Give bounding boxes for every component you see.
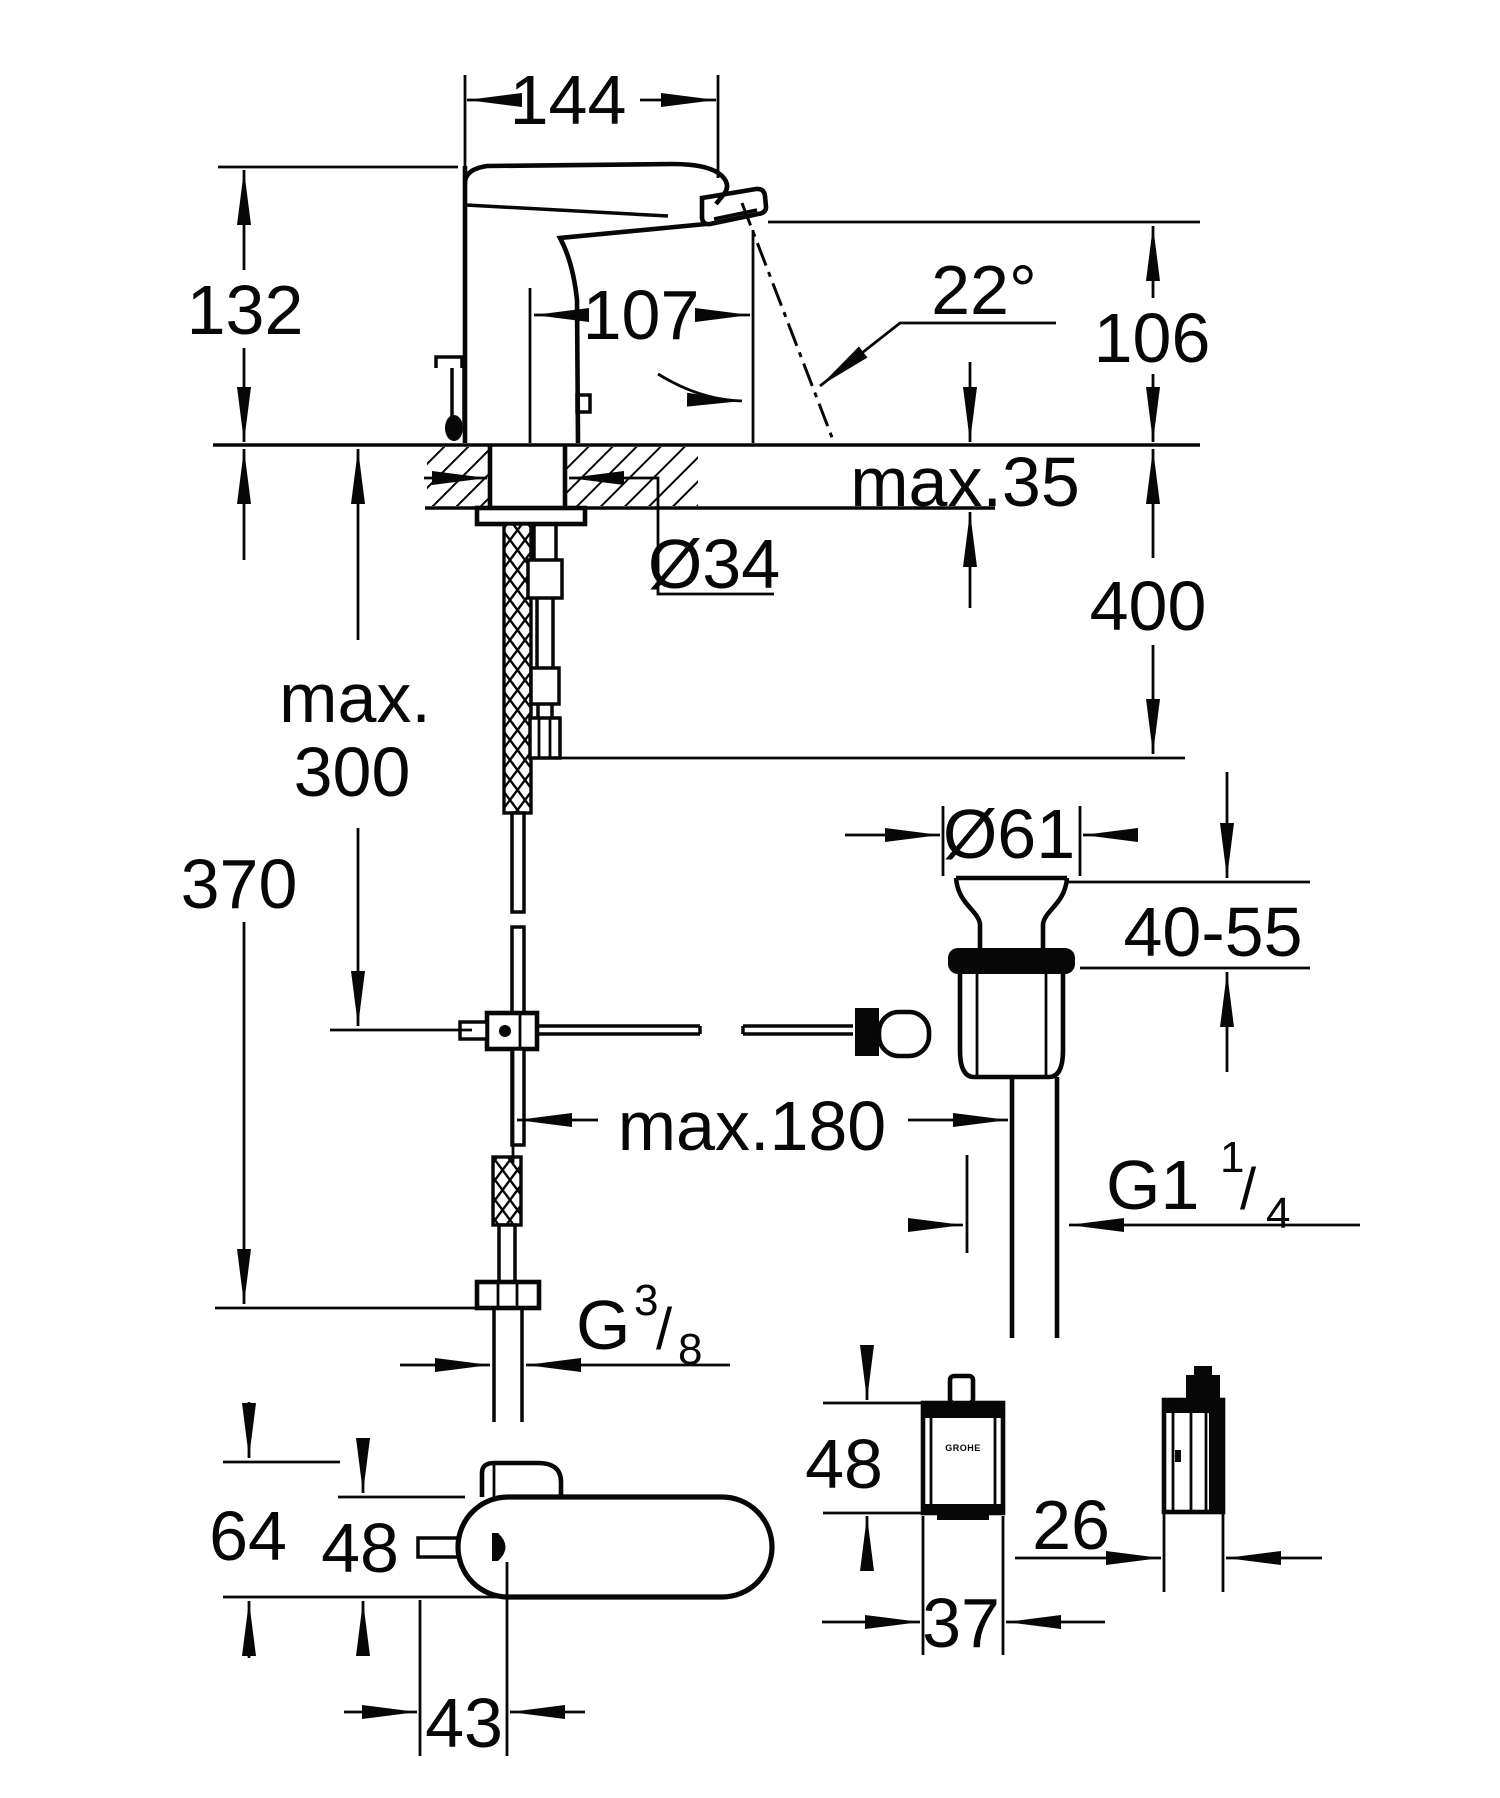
dim-label-132: 132	[187, 271, 304, 349]
aerator-outlet	[699, 186, 769, 227]
thread-label-g1-slash: /	[1240, 1157, 1257, 1222]
pop-up-waste-drain	[948, 875, 1075, 1338]
supply-nut	[474, 1279, 542, 1311]
dimension-spout-reach: 107	[528, 230, 755, 443]
rod-coupling	[855, 1008, 879, 1056]
dimension-spray-angle: 22°	[657, 251, 1056, 407]
dim-label-40-55: 40-55	[1123, 893, 1302, 971]
pop-up-rod-tee	[484, 1010, 540, 1052]
dim-label-max180: max.180	[618, 1087, 886, 1165]
body-outline-top-view	[455, 1494, 775, 1600]
dimension-rod-reach: max.180	[511, 1047, 1008, 1165]
dimension-body-height: 132	[187, 165, 458, 442]
cable-stem	[947, 1373, 976, 1406]
dim-label-48-topview: 48	[321, 1509, 399, 1587]
dim-label-106: 106	[1094, 299, 1211, 377]
thread-label-g38-slash: /	[656, 1297, 673, 1362]
set-screw	[575, 393, 592, 414]
thread-label-g38-sup: 3	[634, 1276, 658, 1325]
thread-label-g38: G	[576, 1286, 630, 1364]
sensor-window	[492, 1533, 506, 1561]
thread-label-g1-sub: 4	[1266, 1189, 1290, 1238]
dimension-hole-diameter: Ø34	[424, 471, 780, 603]
sensor-lever-clip	[434, 355, 466, 441]
mounting-clip	[416, 1536, 458, 1559]
dim-label-22deg: 22°	[931, 251, 1037, 329]
dimension-outlet-height: 106	[768, 220, 1211, 442]
pop-up-pull-rod-upper	[510, 811, 526, 914]
dimension-spout-width: 144	[463, 61, 720, 178]
dimension-rod-max-length: max. 300	[279, 449, 472, 1032]
dim-label-107: 107	[583, 276, 700, 354]
control-box-side-view	[1161, 1366, 1226, 1515]
thread-label-g1: G1	[1106, 1146, 1199, 1224]
dimension-topview-overall: 64	[209, 1402, 530, 1658]
rod-port-cap	[876, 1009, 932, 1059]
dimension-supply-thread: G 3 / 8	[400, 1276, 730, 1374]
dimension-drain-clamp-range: 40-55	[1068, 772, 1310, 1072]
drain-o-ring	[948, 948, 1075, 974]
dimension-deck-thickness: max.35	[850, 362, 1080, 608]
dim-label-144: 144	[510, 61, 627, 139]
dimension-drain-diameter: Ø61	[845, 795, 1138, 876]
dim-label-max: max.	[279, 659, 431, 737]
deck-hatch-right	[567, 447, 698, 506]
hose-end-plug	[528, 716, 562, 760]
control-box-front-view: GROHE	[920, 1373, 1006, 1520]
pop-up-lever-rod	[536, 1008, 932, 1059]
dimension-drain-thread: G1 1 / 4	[908, 1133, 1360, 1253]
supply-hose	[526, 524, 564, 760]
dim-label-48-box: 48	[805, 1425, 883, 1503]
faucet-top-view	[416, 1460, 775, 1600]
dimension-total-depth: 370	[181, 449, 492, 1310]
supply-pipe-threaded-end	[491, 1155, 523, 1227]
dimension-box-depth: 26	[1015, 1486, 1322, 1592]
dim-label-37: 37	[922, 1584, 1000, 1662]
lever-top-view	[479, 1460, 564, 1497]
dim-label-26: 26	[1032, 1486, 1110, 1564]
dim-label-max35: max.35	[850, 443, 1080, 521]
thread-label-g38-sub: 8	[678, 1325, 702, 1374]
dimension-box-width: 37	[822, 1516, 1105, 1662]
dim-label-dia61: Ø61	[943, 795, 1075, 873]
spray-beam-centerline	[740, 202, 835, 441]
dim-label-43: 43	[425, 1684, 503, 1762]
dimension-hose-length: 400	[545, 449, 1207, 760]
mounting-washer	[474, 505, 588, 527]
dim-label-300: 300	[294, 733, 411, 811]
deck-hatch-left	[427, 447, 488, 506]
dim-label-400: 400	[1090, 567, 1207, 645]
mounting-shank-and-hose	[458, 505, 588, 1422]
cable-stem-side	[1186, 1375, 1220, 1400]
dimension-topview-body: 48	[321, 1438, 465, 1656]
faucet-side-view	[434, 161, 835, 444]
thread-label-g1-sup: 1	[1220, 1133, 1244, 1182]
dimension-box-height: 48	[805, 1345, 921, 1571]
brand-logo: GROHE	[945, 1443, 981, 1453]
dim-label-dia34: Ø34	[648, 525, 780, 603]
dim-label-64: 64	[209, 1497, 287, 1575]
dim-label-370: 370	[181, 845, 298, 923]
dimension-topview-sensor-offset: 43	[344, 1562, 585, 1762]
